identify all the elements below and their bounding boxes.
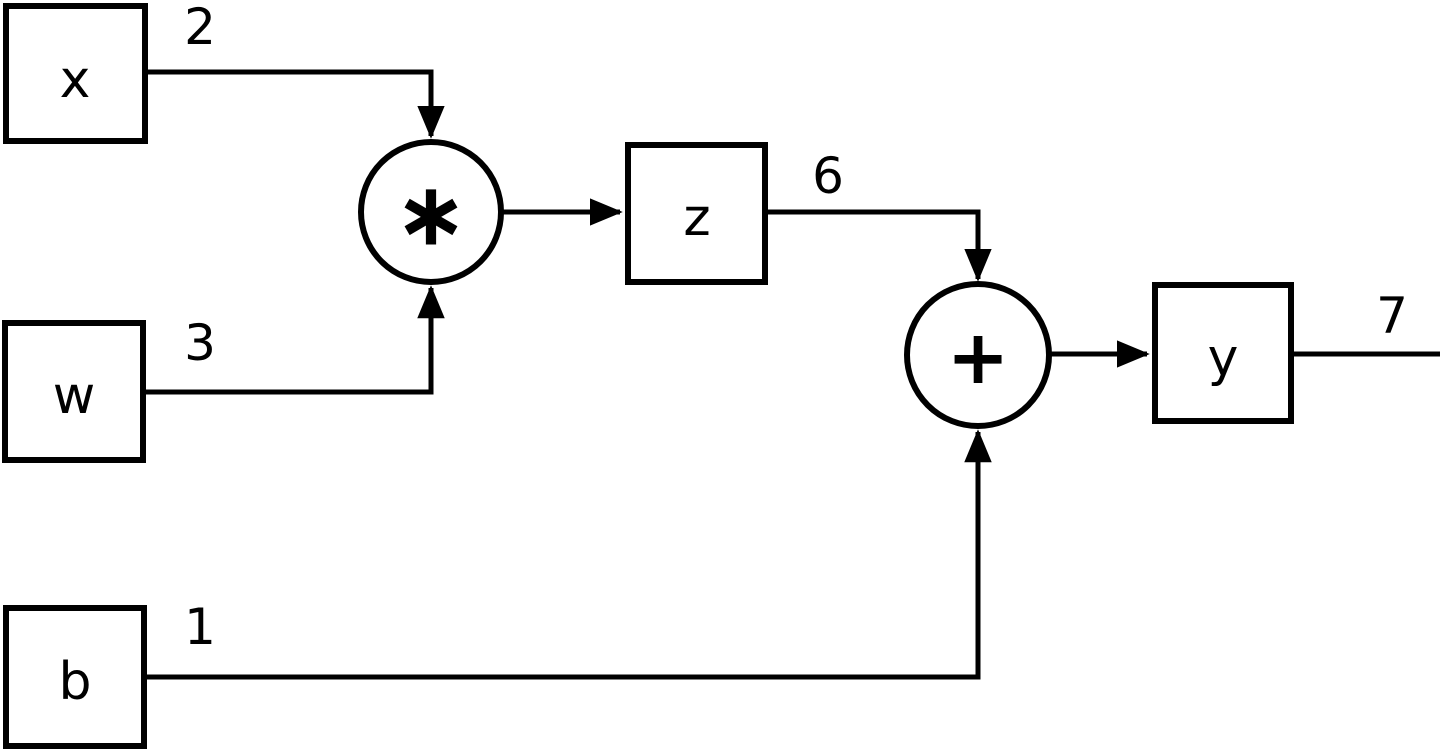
edge-label-b-value: 1 [184, 598, 216, 656]
node-x-label: x [60, 50, 91, 110]
edge-label-y-value: 7 [1376, 287, 1408, 345]
edge-label-z-value: 6 [812, 147, 844, 205]
multiply-operator-icon: ∗ [394, 163, 468, 266]
node-w-box [2, 320, 146, 463]
multiply-operator-circle [358, 139, 504, 285]
edge-b-to-add [146, 429, 992, 680]
node-z-label: z [683, 188, 710, 248]
node-x-box [3, 3, 148, 144]
node-b-label: b [58, 652, 91, 712]
edge-label-w-value: 3 [184, 314, 216, 372]
node-b-box [3, 605, 147, 749]
node-y-box [1152, 282, 1294, 424]
add-operator-icon: + [947, 313, 1010, 401]
edge-x-to-multiply [146, 69, 445, 139]
edge-label-x-value: 2 [184, 0, 216, 56]
node-y-label: y [1208, 328, 1239, 388]
node-w-label: w [53, 366, 96, 426]
edge-z-to-add [767, 209, 992, 282]
edge-w-to-multiply [145, 285, 445, 395]
node-z-box [625, 142, 768, 285]
add-operator-circle [904, 281, 1052, 429]
